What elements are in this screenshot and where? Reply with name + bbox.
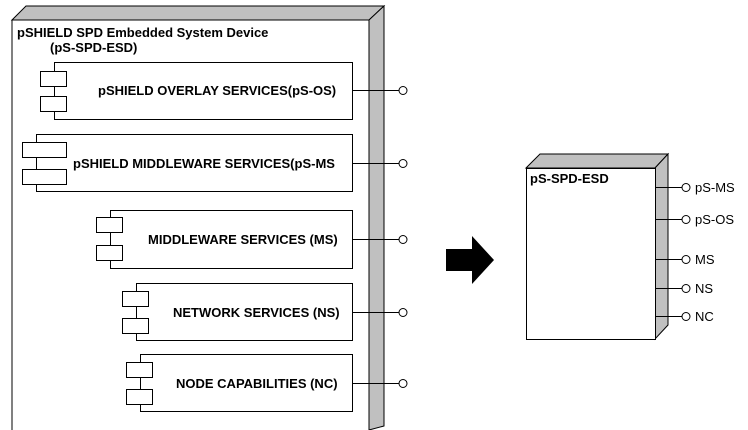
- component-tab-icon: [126, 389, 153, 405]
- node-embedded-system-device: pSHIELD SPD Embedded System Device (pS-S…: [10, 4, 408, 430]
- interface-lollipop-icon: [398, 308, 408, 317]
- interface-lollipop-icon: [681, 312, 691, 321]
- interface-lollipop-icon: [398, 235, 408, 244]
- component-tab-icon: [40, 71, 67, 87]
- interface-ns: NS: [655, 281, 713, 296]
- node-subtitle: (pS-SPD-ESD): [50, 40, 137, 55]
- component-overlay-services: pSHIELD OVERLAY SERVICES(pS-OS): [40, 62, 408, 120]
- component-node-capabilities: NODE CAPABILITIES (NC): [126, 354, 408, 412]
- interface-lollipop-icon: [398, 159, 408, 168]
- interface-label: pS-OS: [695, 212, 734, 227]
- component-body: [110, 210, 353, 269]
- component-body: [54, 62, 353, 120]
- component-middleware-services: MIDDLEWARE SERVICES (MS): [96, 210, 408, 269]
- node-side-face: [654, 152, 669, 341]
- node-side-face: [368, 4, 385, 430]
- interface-label: pS-MS: [695, 180, 735, 195]
- component-label: pSHIELD OVERLAY SERVICES(pS-OS): [98, 83, 336, 98]
- interface-label: NS: [695, 281, 713, 296]
- node-top-face: [524, 153, 670, 169]
- interface-lollipop-icon: [398, 379, 408, 388]
- component-tab-icon: [122, 318, 149, 334]
- interface-ps-os: pS-OS: [655, 212, 734, 227]
- component-body: [136, 283, 353, 341]
- component-middleware-services-ps: pSHIELD MIDDLEWARE SERVICES(pS-MS: [22, 134, 408, 192]
- interface-ms: MS: [655, 252, 715, 267]
- node-ps-spd-esd: pS-SPD-ESD pS-MS pS-OS MS NS NC: [524, 152, 735, 341]
- component-body: [140, 354, 353, 412]
- component-tab-icon: [40, 96, 67, 112]
- interface-lollipop-icon: [398, 86, 408, 95]
- interface-lollipop-icon: [681, 215, 691, 224]
- component-label: NODE CAPABILITIES (NC): [176, 376, 338, 391]
- component-label: MIDDLEWARE SERVICES (MS): [148, 232, 338, 247]
- component-body: [36, 134, 353, 192]
- interface-lollipop-icon: [681, 255, 691, 264]
- node-front-face: [526, 168, 656, 340]
- interface-label: MS: [695, 252, 715, 267]
- right-arrow-icon: [446, 236, 494, 284]
- node-top-face: [10, 5, 386, 21]
- component-label: pSHIELD MIDDLEWARE SERVICES(pS-MS: [73, 156, 335, 171]
- component-label: NETWORK SERVICES (NS): [173, 305, 340, 320]
- component-tab-icon: [96, 245, 123, 261]
- component-tab-icon: [126, 362, 153, 378]
- component-tab-icon: [122, 291, 149, 307]
- node-front-outline: [11, 19, 370, 430]
- interface-lollipop-icon: [681, 183, 691, 192]
- interface-ps-ms: pS-MS: [655, 180, 735, 195]
- component-tab-icon: [22, 169, 67, 185]
- component-tab-icon: [96, 217, 123, 233]
- interface-lollipop-icon: [681, 284, 691, 293]
- component-tab-icon: [22, 142, 67, 158]
- interface-label: NC: [695, 309, 714, 324]
- node-title: pS-SPD-ESD: [530, 171, 609, 186]
- component-network-services: NETWORK SERVICES (NS): [122, 283, 408, 341]
- node-title: pSHIELD SPD Embedded System Device: [17, 25, 268, 40]
- interface-nc: NC: [655, 309, 714, 324]
